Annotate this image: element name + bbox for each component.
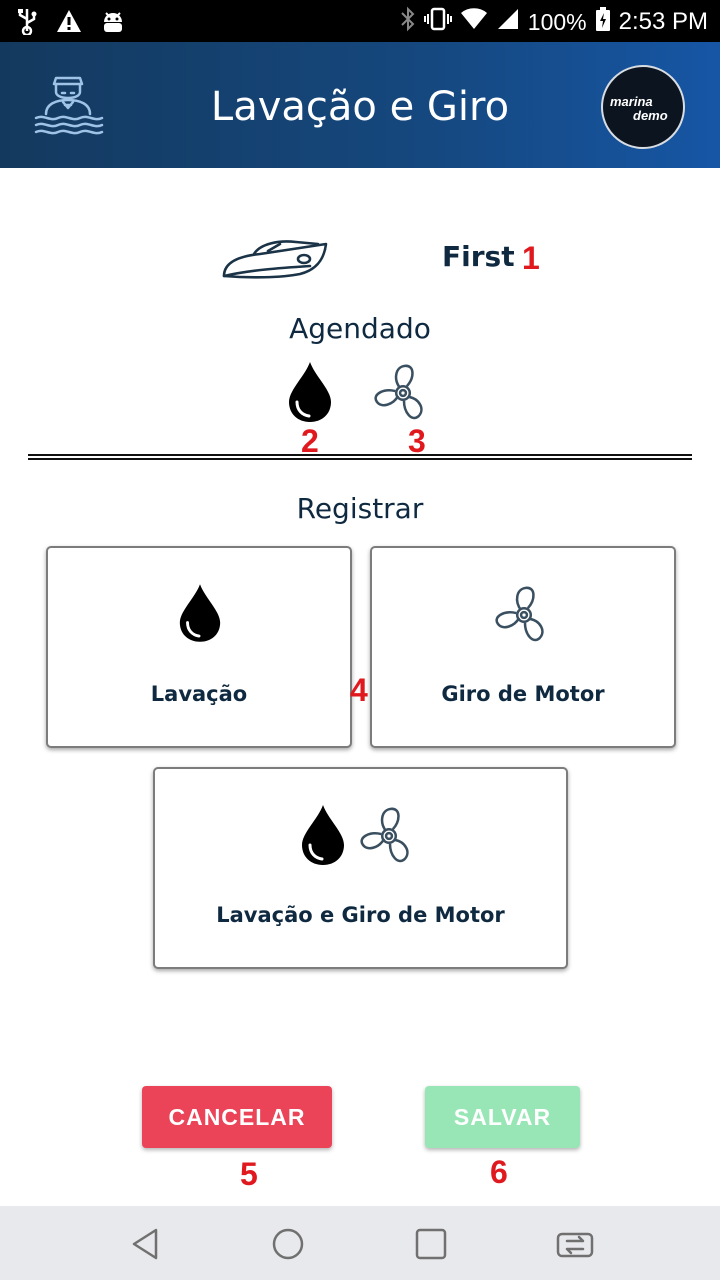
annotation-marker: 1 [522, 240, 540, 276]
marina-logo[interactable]: marina demo [601, 65, 685, 149]
usb-icon [16, 7, 38, 39]
annotation-marker: 2 [301, 423, 319, 459]
annotation-marker: 5 [240, 1156, 258, 1192]
battery-level: 100% [527, 8, 587, 35]
option-label: Giro de Motor [441, 682, 605, 706]
option-card-lavacao-e-giro[interactable]: Lavação e Giro de Motor [153, 767, 568, 969]
logo-text-demo: demo [633, 108, 668, 123]
option-label: Lavação e Giro de Motor [216, 903, 505, 927]
app-header: Lavação e Giro marina demo [0, 42, 720, 168]
switch-app-icon[interactable] [555, 1224, 595, 1264]
back-icon[interactable] [126, 1224, 166, 1264]
annotation-marker: 6 [490, 1154, 508, 1190]
sailor-icon[interactable] [32, 72, 104, 138]
option-card-giro-de-motor[interactable]: Giro de Motor [370, 546, 676, 748]
android-debug-icon [100, 8, 126, 38]
home-icon[interactable] [268, 1224, 308, 1264]
status-bar: 100% 2:53 PM [0, 0, 720, 42]
annotation-marker: 4 [350, 672, 368, 708]
register-heading: Registrar [296, 492, 424, 525]
option-label: Lavação [150, 682, 248, 706]
propeller-icon [493, 584, 555, 646]
boat-icon [220, 232, 330, 282]
save-button[interactable]: SALVAR [425, 1086, 580, 1148]
logo-text-marina: marina [610, 94, 653, 109]
cancel-button[interactable]: CANCELAR [142, 1086, 332, 1148]
vibrate-icon [423, 6, 452, 38]
wifi-icon [460, 7, 488, 37]
scheduled-heading: Agendado [289, 312, 431, 345]
water-drop-icon [176, 582, 224, 644]
section-divider [28, 454, 692, 460]
battery-charging-icon [595, 6, 611, 38]
bluetooth-icon [400, 6, 416, 38]
page-title: Lavação e Giro [210, 84, 510, 130]
signal-icon [496, 7, 520, 37]
water-drop-icon [298, 803, 348, 867]
system-nav-bar [0, 1206, 720, 1280]
clock: 2:53 PM [618, 8, 708, 35]
propeller-icon [372, 362, 434, 424]
option-card-lavacao[interactable]: Lavação [46, 546, 352, 748]
warning-icon [56, 8, 82, 38]
water-drop-icon [285, 360, 335, 424]
propeller-icon [358, 805, 420, 867]
annotation-marker: 3 [408, 423, 426, 459]
recents-icon[interactable] [411, 1224, 451, 1264]
vessel-name: First [442, 240, 515, 273]
